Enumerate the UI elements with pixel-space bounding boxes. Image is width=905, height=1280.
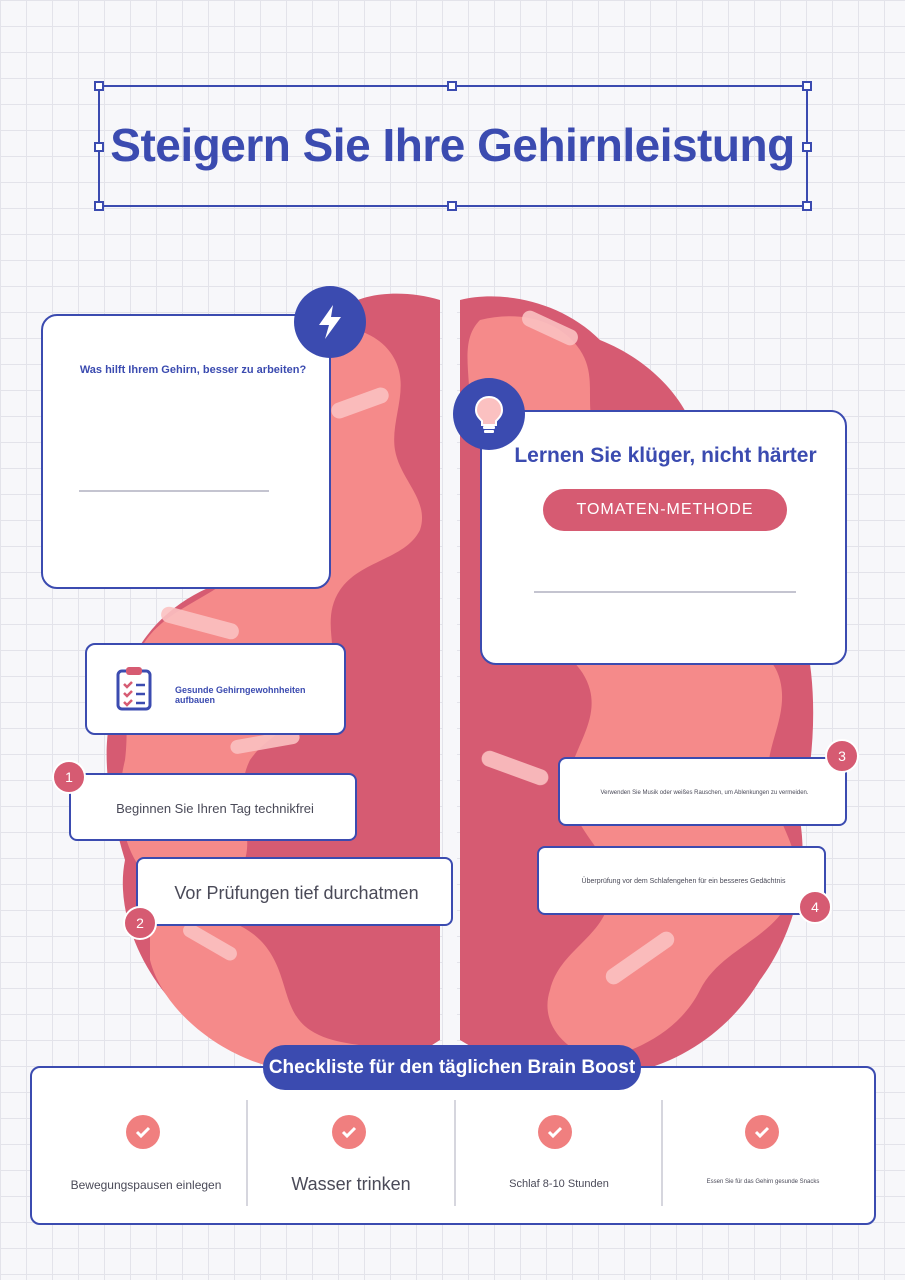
column-divider: [246, 1100, 248, 1206]
learn-smarter-heading: Lernen Sie klüger, nicht härter: [514, 444, 817, 467]
tip-card-3[interactable]: Verwenden Sie Musik oder weißes Rauschen…: [558, 757, 847, 826]
tip-card-2[interactable]: Vor Prüfungen tief durchatmen: [136, 857, 453, 926]
checklist-item-3: Schlaf 8-10 Stunden: [456, 1068, 662, 1223]
check-icon: [332, 1115, 366, 1149]
brain-question-card[interactable]: Was hilft Ihrem Gehirn, besser zu arbeit…: [41, 314, 331, 589]
checklist-item-4: Essen Sie für das Gehirn gesunde Snacks: [663, 1068, 874, 1223]
clipboard-checklist-icon: [116, 667, 152, 711]
resize-handle-middle-right[interactable]: [802, 142, 812, 152]
check-icon: [745, 1115, 779, 1149]
check-icon: [538, 1115, 572, 1149]
learn-smarter-card[interactable]: Lernen Sie klüger, nicht härter TOMATEN-…: [480, 410, 847, 665]
lightbulb-icon: [474, 395, 504, 433]
tip-text-2: Vor Prüfungen tief durchatmen: [174, 883, 419, 903]
checklist-item-1: Bewegungspausen einlegen: [32, 1068, 245, 1223]
column-divider: [454, 1100, 456, 1206]
checklist-title: Checkliste für den täglichen Brain Boost: [263, 1045, 641, 1090]
checklist-label-1: Bewegungspausen einlegen: [70, 1178, 222, 1192]
brain-question-heading: Was hilft Ihrem Gehirn, besser zu arbeit…: [79, 364, 307, 376]
habits-label: Gesunde Gehirngewohnheiten aufbauen: [175, 685, 306, 705]
resize-handle-top-left[interactable]: [94, 81, 104, 91]
title-selection-frame[interactable]: [94, 81, 812, 211]
lightning-icon: [319, 305, 341, 339]
lightbulb-icon-circle: [453, 378, 525, 450]
tip-card-1[interactable]: Beginnen Sie Ihren Tag technikfrei: [69, 773, 357, 841]
resize-handle-bottom-center[interactable]: [447, 201, 457, 211]
fine-text-line: [534, 591, 796, 593]
resize-handle-bottom-right[interactable]: [802, 201, 812, 211]
tip-text-1: Beginnen Sie Ihren Tag technikfrei: [116, 801, 314, 816]
tomato-method-button[interactable]: TOMATEN-METHODE: [543, 489, 787, 531]
tip-number-1: 1: [52, 760, 86, 794]
resize-handle-top-right[interactable]: [802, 81, 812, 91]
resize-handle-bottom-left[interactable]: [94, 201, 104, 211]
tip-number-2: 2: [123, 906, 157, 940]
checklist-label-4: Essen Sie für das Gehirn gesunde Snacks: [706, 1179, 820, 1185]
lightning-icon-circle: [294, 286, 366, 358]
tip-number-4: 4: [798, 890, 832, 924]
checklist-label-3: Schlaf 8-10 Stunden: [509, 1178, 609, 1190]
page-title[interactable]: Steigern Sie Ihre Gehirnleistung: [110, 119, 795, 171]
resize-handle-middle-left[interactable]: [94, 142, 104, 152]
tip-text-4: Überprüfung vor dem Schlafengehen für ei…: [581, 878, 786, 885]
checklist-card[interactable]: Bewegungspausen einlegen Wasser trinken …: [30, 1066, 876, 1225]
habits-card[interactable]: Gesunde Gehirngewohnheiten aufbauen: [85, 643, 346, 735]
fine-text-line: [79, 490, 269, 492]
resize-handle-top-center[interactable]: [447, 81, 457, 91]
column-divider: [661, 1100, 663, 1206]
checklist-label-2: Wasser trinken: [291, 1174, 411, 1194]
tip-card-4[interactable]: Überprüfung vor dem Schlafengehen für ei…: [537, 846, 826, 915]
checklist-item-2: Wasser trinken: [248, 1068, 454, 1223]
check-icon: [126, 1115, 160, 1149]
tip-text-3: Verwenden Sie Musik oder weißes Rauschen…: [600, 790, 809, 796]
tip-number-3: 3: [825, 739, 859, 773]
